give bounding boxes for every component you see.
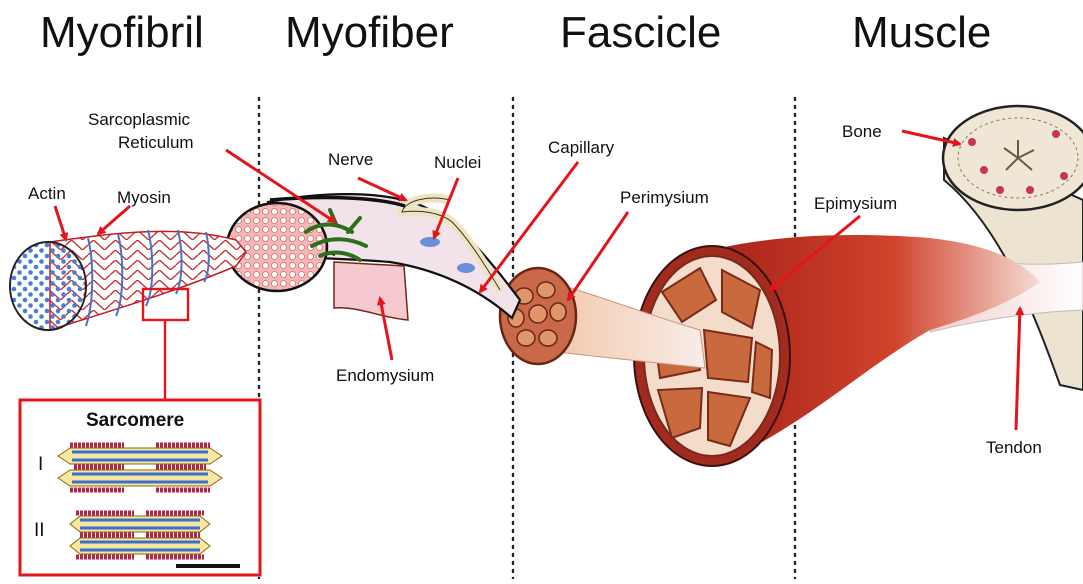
sarcomere-state-1-label: I — [38, 454, 43, 476]
label-nuclei: Nuclei — [434, 153, 481, 173]
label-epimysium: Epimysium — [814, 194, 897, 214]
tendon-arrow — [1016, 308, 1020, 430]
label-nerve: Nerve — [328, 150, 373, 170]
sarcomere-title: Sarcomere — [86, 410, 184, 432]
label-perimysium: Perimysium — [620, 188, 709, 208]
heading-fascicle: Fascicle — [560, 8, 721, 58]
label-sarcoplasmic-line2: Reticulum — [118, 133, 194, 153]
label-actin: Actin — [28, 184, 66, 204]
label-capillary: Capillary — [548, 138, 614, 158]
myosin-arrow — [98, 206, 130, 234]
label-bone: Bone — [842, 122, 882, 142]
label-myosin: Myosin — [117, 188, 171, 208]
label-endomysium: Endomysium — [336, 366, 434, 386]
actin-cross-section — [10, 242, 86, 330]
sarcomere-state-2-label: II — [34, 520, 45, 542]
heading-muscle: Muscle — [852, 8, 991, 58]
heading-myofiber: Myofiber — [285, 8, 454, 58]
label-tendon: Tendon — [986, 438, 1042, 458]
label-sarcoplasmic-line1: Sarcoplasmic — [88, 110, 190, 130]
endomysium-sheet — [334, 262, 408, 320]
perimysium-arrow — [568, 212, 628, 300]
actin-arrow — [55, 206, 66, 240]
heading-myofibril: Myofibril — [40, 8, 204, 58]
